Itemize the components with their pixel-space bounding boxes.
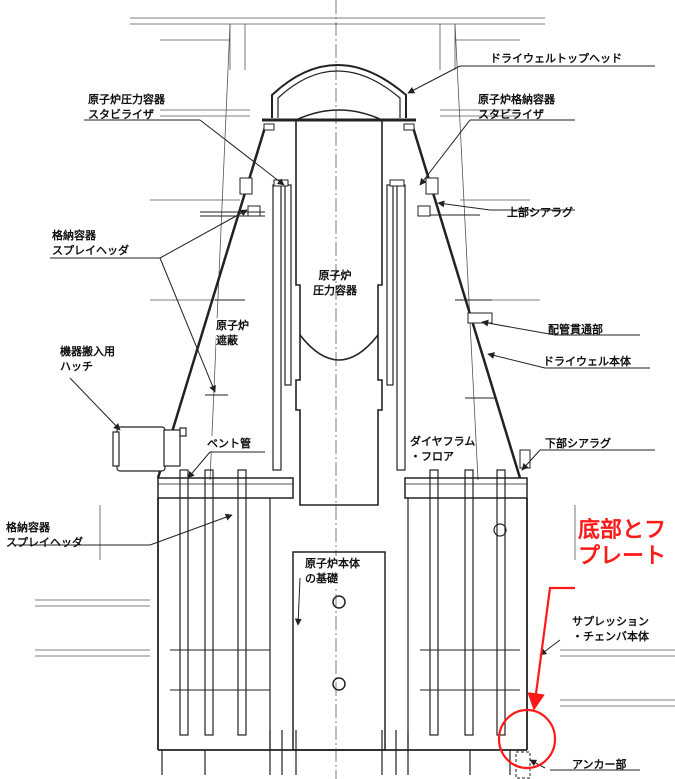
label-spray-header-upper-line2: スプレイヘッダ — [52, 244, 129, 257]
label-anchor: アンカー部 — [572, 758, 627, 771]
label-pipe-penetration: 配管貫通部 — [548, 323, 603, 336]
drywell-top-head — [271, 64, 407, 118]
label-spray-header-upper-line1: 格納容器 — [52, 229, 96, 242]
building-structure — [35, 17, 675, 707]
label-lower-shear-lug: 下部シアラグ — [545, 437, 611, 450]
label-rpv: 原子炉 圧力容器 — [313, 268, 357, 298]
highlight-annotation — [497, 586, 575, 770]
label-rpv-line2: 圧力容器 — [313, 284, 357, 297]
label-equipment-hatch: 機器搬入用 ハッチ — [60, 344, 115, 374]
label-reactor-shield: 原子炉 遮蔽 — [216, 318, 249, 348]
label-rpv-stabilizer-line1: 原子炉圧力容器 — [88, 93, 165, 106]
label-drywell-body: ドライウェル本体 — [543, 355, 631, 368]
label-suppression-chamber-line2: ・チェンバ本体 — [572, 630, 649, 643]
suppression-chamber-body — [157, 498, 528, 751]
label-reactor-shield-line1: 原子炉 — [216, 319, 249, 332]
stabilizer-hardware — [239, 123, 531, 469]
label-drywell-top-head: ドライウェルトップヘッド — [490, 52, 622, 65]
label-pcv-stabilizer-line2: スタビライザ — [478, 108, 544, 121]
reactor-foundation — [269, 498, 409, 751]
label-reactor-shield-line2: 遮蔽 — [216, 334, 238, 347]
anchor-dashed — [515, 751, 531, 779]
label-rpv-stabilizer-line2: スタビライザ — [88, 108, 154, 121]
callout-line1: 底部とフ — [578, 518, 667, 543]
label-reactor-foundation-line2: の基礎 — [305, 572, 338, 585]
label-suppression-chamber-line1: サプレッション — [572, 615, 649, 628]
label-spray-header-lower-line1: 格納容器 — [6, 521, 50, 534]
diaphragm-floor — [157, 477, 528, 499]
label-suppression-chamber: サプレッション ・チェンバ本体 — [572, 614, 649, 644]
label-upper-shear-lug: 上部シアラグ — [507, 206, 573, 219]
anchor-legs — [161, 730, 511, 775]
leader-lines — [15, 65, 655, 771]
label-spray-header-lower-line2: スプレイヘッダ — [6, 536, 83, 549]
reactor-pressure-vessel — [295, 109, 383, 506]
label-diaphragm-floor-line2: ・フロア — [410, 450, 454, 463]
label-pcv-stabilizer-line1: 原子炉格納容器 — [478, 93, 555, 106]
callout-line2: プレート — [578, 544, 667, 569]
spray-header-pipes — [200, 211, 495, 399]
label-rpv-stabilizer: 原子炉圧力容器 スタビライザ — [88, 92, 165, 122]
vent-pipes — [179, 469, 506, 736]
label-spray-header-upper: 格納容器 スプレイヘッダ — [52, 228, 129, 258]
label-pcv-stabilizer: 原子炉格納容器 スタビライザ — [478, 92, 555, 122]
callout-text: 底部とフ プレート — [578, 518, 675, 570]
label-diaphragm-floor: ダイヤフラム ・フロア — [410, 434, 476, 464]
label-equipment-hatch-line2: ハッチ — [60, 360, 93, 373]
equipment-hatch — [112, 426, 187, 472]
label-equipment-hatch-line1: 機器搬入用 — [60, 345, 115, 358]
label-reactor-foundation-line1: 原子炉本体 — [305, 557, 360, 570]
label-spray-header-lower: 格納容器 スプレイヘッダ — [6, 520, 83, 550]
label-reactor-foundation: 原子炉本体 の基礎 — [305, 556, 360, 586]
label-diaphragm-floor-line1: ダイヤフラム — [410, 435, 476, 448]
label-vent-pipe: ベント管 — [207, 436, 251, 451]
label-rpv-line1: 原子炉 — [318, 269, 352, 282]
reactor-shield — [272, 184, 406, 471]
